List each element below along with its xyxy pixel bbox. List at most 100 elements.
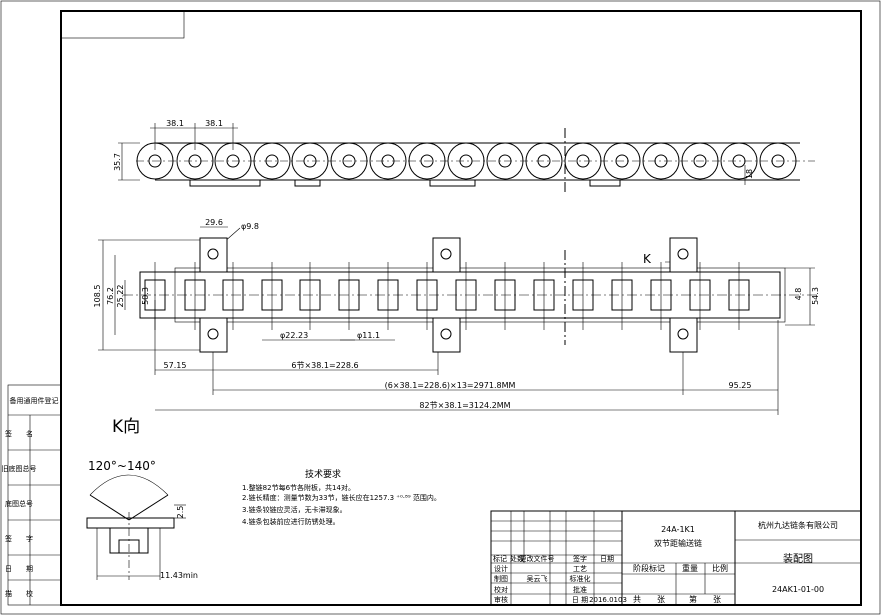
side-link-plate	[369, 142, 407, 180]
side-roller-hole	[654, 154, 668, 168]
dim-pitch-left: 38.1	[166, 119, 184, 128]
dim-six-pitch: 6节×38.1=228.6	[291, 361, 358, 370]
side-roller-hole	[303, 154, 317, 168]
plan-attachment-top	[199, 237, 228, 273]
corner-box	[60, 10, 185, 39]
sheets-total: 共 张	[633, 595, 665, 604]
drawing-date: 2016.0103	[589, 596, 627, 604]
plan-attachment-hole	[677, 328, 689, 340]
side-roller-hole	[148, 154, 162, 168]
rev-header-2: 更改文件号	[520, 554, 555, 563]
side-roller-hole	[615, 154, 629, 168]
plan-attachment-hole	[207, 248, 219, 260]
dim-end: 95.25	[729, 381, 752, 390]
plan-attachment-bottom	[669, 317, 698, 353]
rev-header-0: 标记	[493, 554, 507, 563]
part-name: 双节距输送链	[654, 538, 702, 548]
side-attachment	[189, 179, 261, 187]
rev-header-1: 处数	[510, 554, 524, 563]
plan-attachment-hole	[207, 328, 219, 340]
k-view-title: K向	[112, 417, 140, 437]
dim-group: (6×38.1=228.6)×13=2971.8MM	[385, 381, 516, 390]
strip-label-2: 旧底图总号	[2, 464, 37, 473]
side-roller-hole	[537, 154, 551, 168]
dim-hole-dia: φ9.8	[241, 222, 259, 231]
side-link-plate	[408, 142, 446, 180]
side-link-plate	[214, 142, 252, 180]
name-date-label: 日 期	[572, 596, 588, 604]
side-link-plate	[642, 142, 680, 180]
role-process: 工艺	[573, 565, 587, 573]
drawing-type: 装配图	[783, 552, 813, 565]
side-roller-hole	[732, 154, 746, 168]
dim-side-height: 35.7	[113, 153, 122, 171]
rev-header-4: 日期	[600, 555, 614, 563]
strip-label-4: 签 字	[5, 534, 33, 543]
side-roller-hole	[693, 154, 707, 168]
side-link-plate	[291, 142, 329, 180]
side-link-plate	[603, 142, 641, 180]
k-view: K向 120°~140° 2.5 11.43min	[86, 417, 198, 580]
dim-center-height: 76.2	[106, 287, 115, 305]
strip-label-1: 签 名	[5, 429, 33, 438]
side-roller-hole	[498, 154, 512, 168]
dim-total: 82节×38.1=3124.2MM	[419, 401, 510, 410]
plan-view-links	[139, 237, 786, 353]
strip-label-0: 备用通用件登记	[10, 396, 59, 405]
rev-header-3: 签字	[573, 554, 587, 563]
side-roller-hole	[420, 154, 434, 168]
side-link-plate	[681, 142, 719, 180]
dim-pitch-right: 38.1	[205, 119, 223, 128]
side-link-plate	[447, 142, 485, 180]
side-link-plate	[136, 142, 174, 180]
tech-req-title: 技术要求	[305, 468, 341, 480]
side-link-plate	[564, 142, 602, 180]
side-roller-hole	[771, 154, 785, 168]
side-roller-hole	[226, 154, 240, 168]
k-label: K	[643, 252, 652, 266]
side-attachment	[589, 179, 621, 187]
tech-requirements: 技术要求 1.整链82节每6节各附板，共14对。 2.链长精度：测量节数为33节…	[242, 468, 441, 526]
role-review: 审核	[494, 595, 508, 604]
side-link-plate	[525, 142, 563, 180]
strip-label-3: 底图总号	[5, 499, 33, 508]
role-check: 校对	[494, 585, 508, 594]
tech-req-item-0: 1.整链82节每6节各附板，共14对。	[242, 483, 355, 492]
side-roller-hole	[576, 154, 590, 168]
company-name: 杭州九达链条有限公司	[758, 520, 838, 530]
role-standard: 标准化	[570, 574, 591, 583]
plan-attachment-bottom	[432, 317, 461, 353]
drawing-no: 24AK1-01-00	[772, 585, 824, 594]
k-view-dim-small: 2.5	[176, 506, 185, 519]
weight-label: 重量	[682, 563, 698, 573]
left-strip: 备用通用件登记 签 名 旧底图总号 底图总号 签 字 日 期 描 校	[2, 384, 62, 606]
stage-label: 阶段标记	[633, 563, 665, 573]
side-link-plate	[486, 142, 524, 180]
dim-right-span: 54.3	[811, 287, 820, 305]
side-roller-hole	[342, 154, 356, 168]
title-block: 24A-1K1 双节距输送链 杭州九达链条有限公司 装配图 24AK1-01-0…	[490, 510, 862, 606]
dim-side-right: 18	[745, 169, 754, 179]
side-link-plate	[720, 142, 758, 180]
plan-attachment-top	[432, 237, 461, 273]
plan-attachment-hole	[440, 248, 452, 260]
dim-inner-width: 25.22	[116, 285, 125, 308]
plan-attachment-hole	[440, 328, 452, 340]
side-attachment	[294, 179, 321, 187]
side-view-links	[136, 142, 797, 187]
role-approve: 批准	[573, 585, 587, 594]
plan-attachment-top	[669, 237, 698, 273]
role-design: 设计	[494, 564, 508, 573]
side-roller-hole	[459, 154, 473, 168]
strip-label-6: 描 校	[5, 589, 33, 598]
tech-req-item-3: 4.链条包装前应进行防锈处理。	[242, 517, 340, 526]
name-drafter: 吴云飞	[527, 575, 548, 583]
role-drafting: 制图	[494, 574, 508, 583]
dim-start: 57.15	[164, 361, 187, 370]
side-attachment	[429, 179, 476, 187]
side-roller-hole	[188, 154, 202, 168]
plan-chain-outline	[174, 267, 786, 323]
part-no: 24A-1K1	[661, 525, 695, 534]
